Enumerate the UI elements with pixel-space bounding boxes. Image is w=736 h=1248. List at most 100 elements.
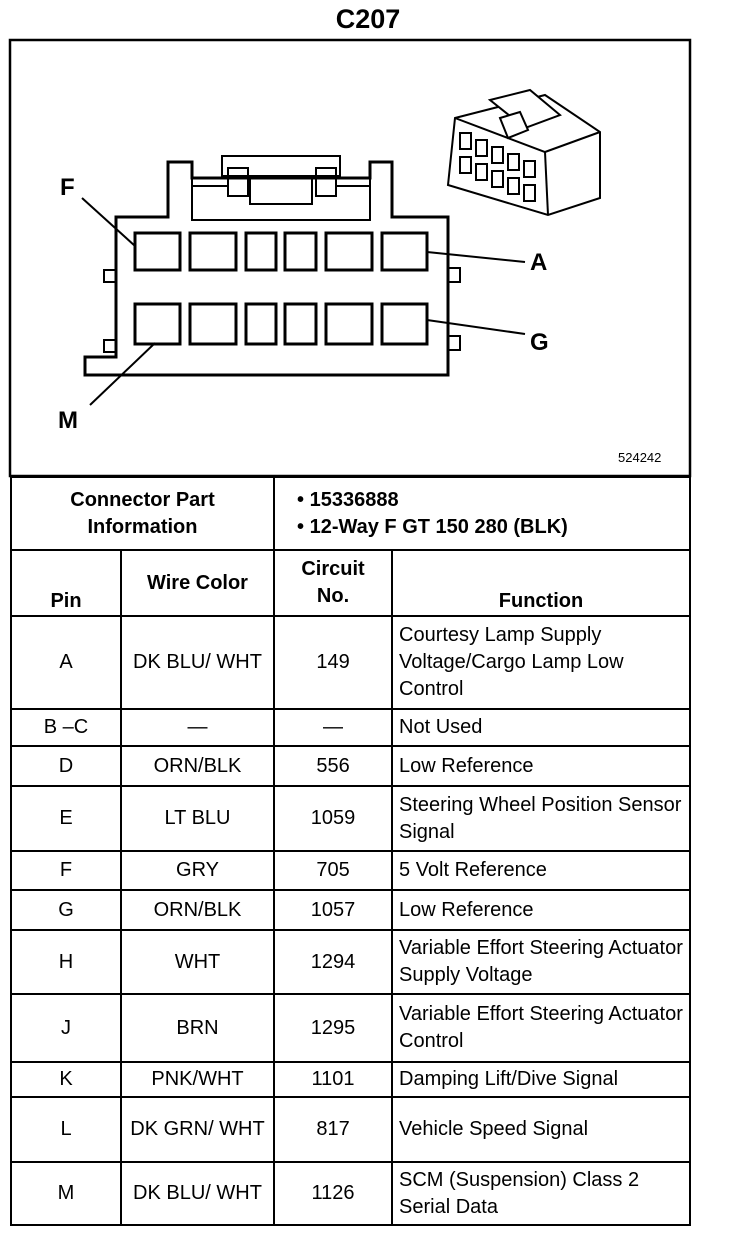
function-cell: Damping Lift/Dive Signal: [391, 1061, 691, 1098]
pin-cell: J: [10, 993, 122, 1063]
header-circuit: Circuit No.: [273, 549, 394, 617]
pin-cavity-3d: [523, 160, 536, 178]
wire-color-cell: ORN/BLK: [119, 889, 276, 931]
pin-cavities: [133, 231, 429, 346]
connector-title: C207: [335, 4, 401, 34]
pin-cell: A: [10, 615, 122, 710]
pin-cavity: [133, 302, 182, 346]
wire-color-cell: —: [119, 708, 276, 747]
circuit-cell: 1059: [273, 785, 394, 852]
wire-color-cell: DK BLU/ WHT: [119, 615, 276, 710]
header-wire-color: Wire Color: [119, 549, 276, 617]
pin-label-f: F: [60, 174, 75, 201]
circuit-cell: 705: [273, 850, 394, 891]
function-cell: Vehicle Speed Signal: [391, 1096, 691, 1163]
pin-cavity-3d: [475, 139, 488, 157]
pin-cavity: [324, 302, 374, 346]
pin-cavity: [133, 231, 182, 272]
circuit-cell: 817: [273, 1096, 394, 1163]
wire-color-cell: ORN/BLK: [119, 745, 276, 787]
part-info-row: Connector Part Information • 15336888 • …: [9, 476, 691, 551]
function-cell: Courtesy Lamp Supply Voltage/Cargo Lamp …: [391, 615, 691, 710]
function-cell: Low Reference: [391, 745, 691, 787]
connector-3d-view: [446, 88, 601, 217]
pin-cell: D: [10, 745, 122, 787]
circuit-cell: 1126: [273, 1161, 394, 1226]
pin-cavity-3d: [507, 153, 520, 171]
header-row: Pin Wire Color Circuit No. Function: [10, 549, 691, 617]
part-description: • 12-Way F GT 150 280 (BLK): [297, 515, 568, 538]
wire-color-cell: DK GRN/ WHT: [119, 1096, 276, 1163]
pin-cavity: [283, 231, 318, 272]
circuit-cell: 1295: [273, 993, 394, 1063]
function-cell: Low Reference: [391, 889, 691, 931]
pin-cell: K: [10, 1061, 122, 1098]
pin-cavity: [188, 231, 238, 272]
connector-diagram: F A G M: [8, 38, 692, 478]
pin-cavity: [380, 231, 429, 272]
part-info-values: • 15336888 • 12-Way F GT 150 280 (BLK): [273, 476, 691, 551]
circuit-cell: 149: [273, 615, 394, 710]
pin-cell: M: [10, 1161, 122, 1226]
circuit-cell: 556: [273, 745, 394, 787]
pin-cell: F: [10, 850, 122, 891]
pin-label-a: A: [530, 249, 547, 276]
pin-label-m: M: [58, 407, 78, 434]
pin-cavity-3d: [459, 132, 472, 150]
wire-color-cell: GRY: [119, 850, 276, 891]
table-row: B –C——Not Used: [10, 708, 691, 747]
pin-cell: B –C: [10, 708, 122, 747]
header-function: Function: [391, 549, 691, 617]
pin-cell: L: [10, 1096, 122, 1163]
part-info-label: Connector Part Information: [9, 476, 276, 551]
circuit-cell: 1294: [273, 929, 394, 995]
function-cell: Steering Wheel Position Sensor Signal: [391, 785, 691, 852]
header-pin: Pin: [10, 549, 122, 617]
circuit-cell: —: [273, 708, 394, 747]
pin-cavity-3d: [459, 156, 472, 174]
pin-cell: H: [10, 929, 122, 995]
connector-face: [83, 155, 461, 377]
circuit-cell: 1101: [273, 1061, 394, 1098]
pin-cavity: [380, 302, 429, 346]
pin-cavity-3d: [523, 184, 536, 202]
part-number-text: 15336888: [309, 488, 399, 511]
pin-cavity-3d: [491, 146, 504, 164]
wire-color-cell: LT BLU: [119, 785, 276, 852]
pin-cavity-3d: [475, 163, 488, 181]
wire-color-cell: PNK/WHT: [119, 1061, 276, 1098]
wire-color-cell: WHT: [119, 929, 276, 995]
pin-cavity-3d: [491, 170, 504, 188]
pin-leader-lines: [81, 197, 526, 406]
diagram-frame: [8, 38, 692, 478]
pin-cavity: [244, 302, 278, 346]
function-cell: Not Used: [391, 708, 691, 747]
pin-cavity: [283, 302, 318, 346]
wire-color-cell: BRN: [119, 993, 276, 1063]
function-cell: 5 Volt Reference: [391, 850, 691, 891]
pin-cell: G: [10, 889, 122, 931]
pin-cavity: [244, 231, 278, 272]
pin-cell: E: [10, 785, 122, 852]
pin-cavity: [324, 231, 374, 272]
function-cell: SCM (Suspension) Class 2 Serial Data: [391, 1161, 691, 1226]
pin-cavity: [188, 302, 238, 346]
figure-number: 524242: [618, 450, 662, 465]
circuit-cell: 1057: [273, 889, 394, 931]
function-cell: Variable Effort Steering Actuator Supply…: [391, 929, 691, 995]
connector-table: Connector Part Information • 15336888 • …: [9, 476, 691, 1226]
part-number: • 15336888: [297, 488, 399, 511]
function-cell: Variable Effort Steering Actuator Contro…: [391, 993, 691, 1063]
pin-label-g: G: [530, 329, 549, 356]
part-description-text: 12-Way F GT 150 280 (BLK): [309, 515, 568, 538]
